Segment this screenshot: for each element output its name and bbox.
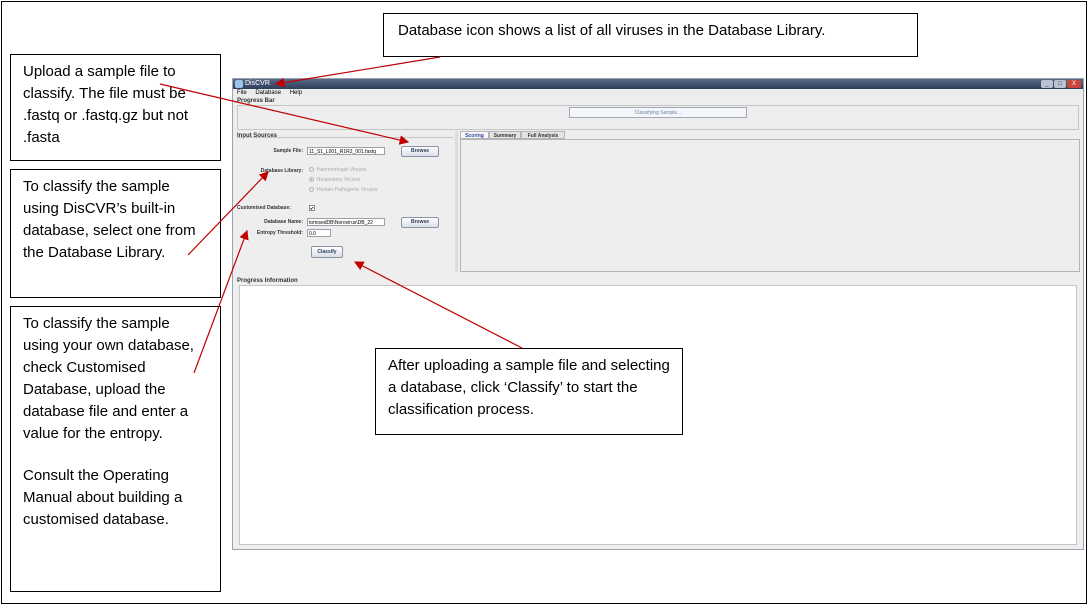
customised-database-label: Customised Database: [237,205,291,211]
title-bar: DisCVR _ □ X [233,79,1083,89]
tab-full-analysis[interactable]: Full Analysis [521,131,565,139]
app-window: DisCVR _ □ X File Database Help Progress… [232,78,1084,550]
tab-scoring[interactable]: Scoring [460,131,489,139]
browse-sample-button[interactable]: Browse [401,146,439,157]
callout-builtin-text: To classify the sample using DisCVR’s bu… [23,178,196,261]
minimize-button[interactable]: _ [1041,80,1053,88]
sample-file-input[interactable]: 11_S1_L001_R1R2_001.fastq [307,147,385,155]
radio-dot-icon [309,187,314,193]
callout-classify-text: After uploading a sample file and select… [388,357,670,418]
tab-content-panel [460,139,1080,272]
progress-information-title: Progress Information [237,278,298,284]
tab-summary[interactable]: Summary [489,131,521,139]
entropy-threshold-label: Entropy Threshold: [256,230,303,236]
progress-bar: Classifying Sample... [569,107,747,118]
classify-button[interactable]: Classify [311,246,343,258]
callout-upload: Upload a sample file to classify. The fi… [10,54,221,161]
callout-upload-text: Upload a sample file to classify. The fi… [23,63,189,146]
callout-custom-database: To classify the sample using your own da… [10,306,221,592]
callout-classify: After uploading a sample file and select… [375,348,683,435]
radio-dot-selected-icon [309,177,314,183]
menu-file[interactable]: File [237,90,247,96]
split-pane-divider[interactable] [455,131,458,272]
menu-database[interactable]: Database [255,90,282,96]
database-name-label: Database Name: [264,219,303,225]
radio-haemorrhagic-label: Haemorrhagic Viruses [317,167,367,173]
database-name-input[interactable]: tomisedDB\Norovirus\DB_22 [307,218,385,226]
window-title: DisCVR [245,80,270,87]
close-button[interactable]: X [1067,80,1081,88]
radio-respiratory-label: Respiratory Viruses [317,177,361,183]
radio-respiratory[interactable]: Respiratory Viruses [309,177,361,183]
entropy-threshold-input[interactable]: 0.0 [307,229,331,237]
app-icon [235,80,243,88]
menu-help[interactable]: Help [289,90,303,96]
callout-builtin-database: To classify the sample using DisCVR’s bu… [10,169,221,298]
callout-manual-text: Consult the Operating Manual about build… [23,467,183,528]
sample-file-label: Sample File: [273,148,303,154]
customised-database-checkbox[interactable]: ✔ [309,205,315,212]
radio-dot-icon [309,167,314,173]
browse-database-button[interactable]: Browse [401,217,439,228]
radio-human-pathogenic[interactable]: Human Pathogenic Viruses [309,187,378,193]
maximize-button[interactable]: □ [1054,80,1066,88]
callout-database-icon: Database icon shows a list of all viruse… [383,13,918,57]
database-library-label: Database Library: [260,168,303,174]
callout-database-icon-text: Database icon shows a list of all viruse… [398,22,826,39]
radio-haemorrhagic[interactable]: Haemorrhagic Viruses [309,167,366,173]
radio-human-pathogenic-label: Human Pathogenic Viruses [317,187,378,193]
progress-bar-title: Progress Bar [237,98,275,104]
callout-custom-text: To classify the sample using your own da… [23,315,194,442]
menu-bar: File Database Help [233,89,1083,97]
